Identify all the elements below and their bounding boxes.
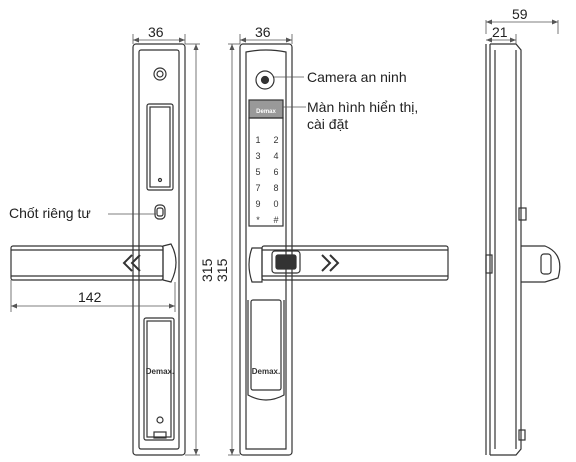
keypad-area — [248, 117, 284, 227]
key-0: 0 — [273, 199, 278, 209]
brand-logos: Demax. Demax Demax. — [146, 109, 280, 376]
back-lower-panel — [250, 299, 282, 391]
front-upper-window — [146, 103, 174, 191]
keypad: 1 2 3 4 5 6 7 8 9 0 * # — [255, 135, 278, 225]
dimension-lines — [10, 20, 559, 456]
front-chevron-1 — [122, 254, 133, 272]
back-handle — [248, 245, 449, 283]
front-screw-top — [153, 67, 167, 81]
front-view — [132, 43, 186, 456]
key-5: 5 — [255, 167, 260, 177]
key-9: 9 — [255, 199, 260, 209]
side-view — [485, 43, 561, 456]
side-handle — [521, 245, 561, 283]
side-body — [490, 43, 522, 456]
key-7: 7 — [255, 183, 260, 193]
key-6: 6 — [273, 167, 278, 177]
back-chevron-2 — [329, 254, 340, 272]
key-star: * — [256, 215, 260, 225]
front-width-label: 36 — [148, 24, 164, 40]
front-handle — [10, 243, 177, 283]
privacy-latch-knob — [154, 204, 166, 220]
side-body-label: 21 — [492, 24, 508, 40]
privacy-latch-callout: Chốt riêng tư — [9, 205, 91, 221]
back-chevron-1 — [321, 254, 332, 272]
handle-length-label: 142 — [78, 289, 102, 305]
key-4: 4 — [273, 151, 278, 161]
side-total-label: 59 — [512, 6, 528, 22]
height-front-label: 315 — [199, 258, 215, 282]
screen-callout-line1: Màn hình hiển thị, — [307, 99, 419, 115]
front-handle-bar — [10, 245, 164, 281]
back-handle-knob — [248, 247, 263, 283]
back-handle-bar — [261, 245, 449, 281]
front-logo: Demax. — [146, 367, 174, 376]
camera-lens — [255, 70, 275, 90]
front-handle-knob — [162, 243, 177, 283]
key-hash: # — [273, 215, 278, 225]
back-plate-inner — [245, 49, 287, 450]
dimension-arrows — [11, 19, 558, 455]
camera-callout: Camera an ninh — [307, 69, 407, 85]
screen-callout-line2: cài đặt — [307, 116, 349, 132]
height-back-label: 315 — [214, 258, 230, 282]
key-3: 3 — [255, 151, 260, 161]
back-screen-logo: Demax — [256, 109, 276, 115]
front-battery-cover — [143, 317, 175, 441]
back-width-label: 36 — [255, 24, 271, 40]
key-2: 2 — [273, 135, 278, 145]
key-8: 8 — [273, 183, 278, 193]
fingerprint-sensor — [271, 250, 301, 274]
front-chevron-2 — [130, 254, 141, 272]
key-1: 1 — [255, 135, 260, 145]
back-logo: Demax. — [252, 367, 280, 376]
